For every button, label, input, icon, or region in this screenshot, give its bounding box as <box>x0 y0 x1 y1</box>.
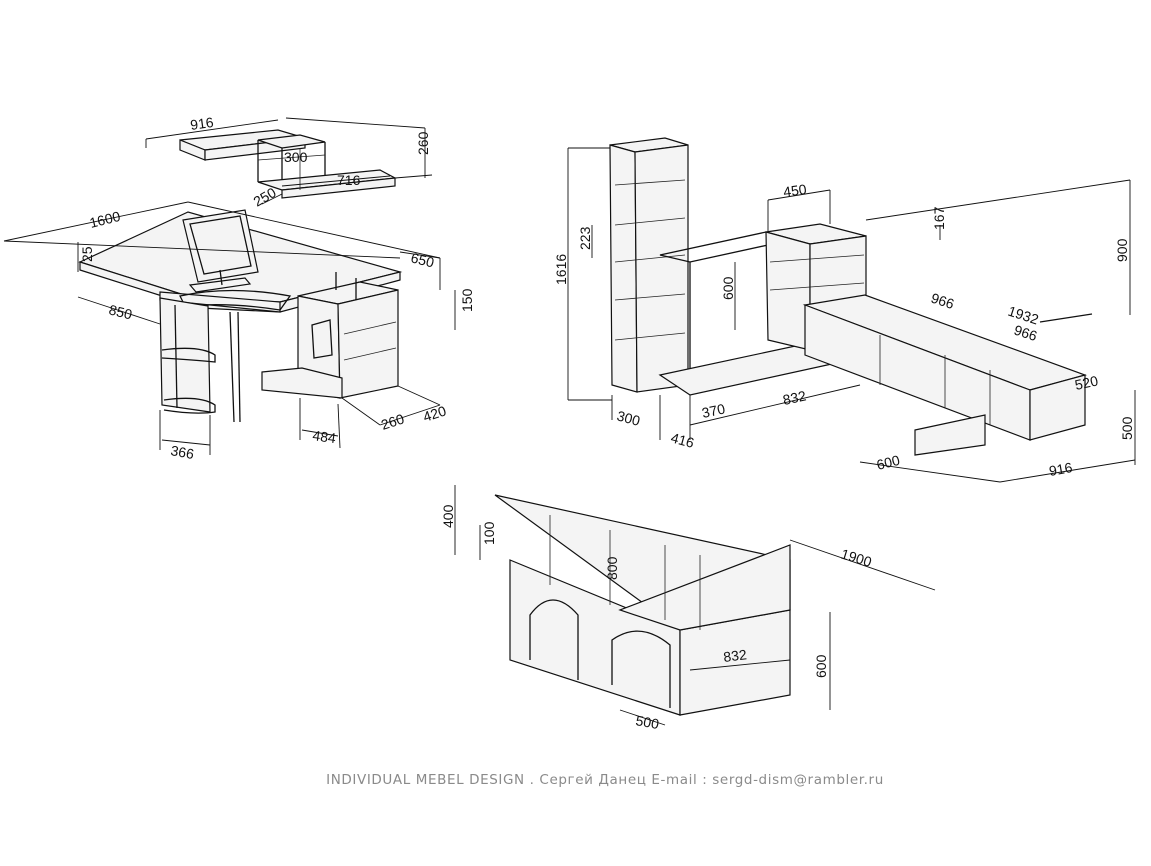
dim-label: 260 <box>379 410 406 433</box>
dim-label: 260 <box>415 131 431 155</box>
dim-label: 600 <box>875 452 902 473</box>
dim-label: 300 <box>284 149 308 165</box>
dim-label: 966 <box>1012 322 1039 345</box>
dim-label: 1600 <box>88 208 122 231</box>
dim-label: 420 <box>421 402 448 425</box>
dim-label: 366 <box>169 442 195 462</box>
dim-label: 600 <box>813 654 829 678</box>
dim-label: 1900 <box>839 546 874 570</box>
dim-label: 167 <box>931 206 947 230</box>
dim-label: 650 <box>409 249 436 270</box>
desk-leg <box>229 311 235 423</box>
monitor <box>182 209 259 293</box>
dim-label: 400 <box>440 504 456 528</box>
drawer-pedestal <box>261 272 441 449</box>
tall-tower <box>609 137 689 393</box>
hanging-shelf <box>145 117 433 205</box>
dim-label: 832 <box>722 646 747 665</box>
dim-label: 600 <box>720 276 736 300</box>
dim-label: 1616 <box>553 254 569 285</box>
dim-label: 370 <box>700 400 726 421</box>
dim-label: 716 <box>337 172 361 188</box>
dim-label: 850 <box>107 301 134 322</box>
dim-label: 450 <box>782 181 808 200</box>
dim-label: 900 <box>1114 238 1130 262</box>
dim-label: 500 <box>634 712 660 732</box>
dim-label: 25 <box>79 246 95 262</box>
footer-credit: INDIVIDUAL MEBEL DESIGN . Сергей Данец E… <box>326 772 884 788</box>
dim-label: 416 <box>669 429 696 451</box>
dim-label: 300 <box>615 407 642 429</box>
dim-label: 800 <box>604 556 620 580</box>
dim-label: 832 <box>781 387 807 408</box>
wall-unit-drawing <box>567 137 1136 483</box>
dim-label: 100 <box>481 521 497 545</box>
dim-label: 484 <box>312 427 338 446</box>
dimension-labels: 916 300 260 716 250 1600 25 650 850 150 … <box>79 114 1135 732</box>
dim-label: 966 <box>929 290 956 313</box>
desk-drawing <box>3 117 456 455</box>
dim-label: 916 <box>1048 459 1074 479</box>
dim-label: 916 <box>189 114 215 133</box>
loft-drawing <box>454 485 936 726</box>
low-cabinets <box>802 294 1093 456</box>
dim-label: 520 <box>1073 372 1099 393</box>
dim-label: 500 <box>1119 416 1135 440</box>
dim-label: 223 <box>577 226 593 250</box>
side-unit <box>159 297 216 455</box>
dim-label: 150 <box>459 288 475 312</box>
